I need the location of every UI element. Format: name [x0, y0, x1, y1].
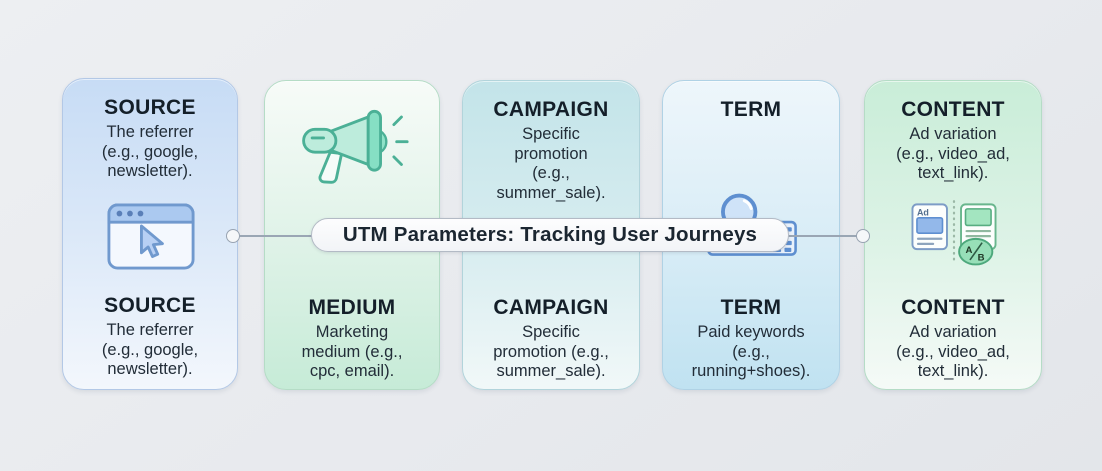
card-content-bottom-line: text_link). — [917, 362, 989, 380]
card-campaign-top-line: (e.g., — [532, 164, 570, 182]
ab-test-ads-icon: Ad A B — [911, 200, 997, 266]
banner-title: UTM Parameters: Tracking User Journeys — [342, 223, 758, 246]
card-medium-bottom-title: MEDIUM — [308, 296, 396, 319]
card-campaign-top-title: CAMPAIGN — [493, 98, 609, 121]
variant-a-label: A — [966, 245, 973, 256]
card-source-top-line: newsletter). — [107, 162, 193, 180]
card-term-bottom-line: Paid keywords — [697, 323, 805, 341]
card-source-top-block: SOURCE The referrer (e.g., google, newsl… — [68, 96, 232, 182]
card-term-top-block: TERM — [668, 98, 834, 125]
card-content-top-block: CONTENT Ad variation (e.g., video_ad, te… — [870, 98, 1036, 184]
card-content: CONTENT Ad variation (e.g., video_ad, te… — [864, 80, 1042, 390]
card-campaign-bottom-title: CAMPAIGN — [493, 296, 609, 319]
card-term-bottom-title: TERM — [720, 296, 782, 319]
card-content-bottom-title: CONTENT — [901, 296, 1005, 319]
card-campaign-top-line: Specific — [522, 125, 580, 143]
card-medium-bottom-line: Marketing — [315, 323, 389, 341]
card-source-top-line: The referrer — [106, 123, 194, 141]
card-content-top-line: text_link). — [917, 164, 989, 182]
card-content-bottom-line: (e.g., video_ad, — [896, 342, 1010, 361]
megaphone-icon — [302, 109, 409, 184]
card-term-bottom-line: (e.g., — [732, 342, 770, 361]
card-campaign-bottom-line: summer_sale). — [496, 362, 606, 380]
card-source: SOURCE The referrer (e.g., google, newsl… — [62, 78, 238, 390]
card-campaign-top-line: promotion — [514, 144, 588, 163]
card-source-bottom-title: SOURCE — [104, 294, 196, 317]
card-medium-bottom-block: MEDIUM Marketing medium (e.g., cpc, emai… — [270, 296, 434, 382]
card-term-bottom-line: running+shoes). — [691, 362, 811, 380]
card-medium: MEDIUM Marketing medium (e.g., cpc, emai… — [264, 80, 440, 390]
card-campaign-bottom-line: Specific — [522, 323, 580, 341]
card-campaign-top-line: summer_sale). — [496, 183, 606, 202]
card-campaign-bottom-line: promotion (e.g., — [493, 342, 609, 361]
card-campaign-top-block: CAMPAIGN Specific promotion (e.g., summe… — [468, 98, 634, 203]
card-term-bottom-block: TERM Paid keywords (e.g., running+shoes)… — [668, 296, 834, 382]
card-source-bottom-line: The referrer — [106, 321, 194, 339]
banner-title-pill: UTM Parameters: Tracking User Journeys — [311, 218, 789, 252]
connector-node-left — [226, 229, 240, 243]
card-content-bottom-line: Ad variation — [909, 323, 997, 341]
card-content-bottom-block: CONTENT Ad variation (e.g., video_ad, te… — [870, 296, 1036, 382]
card-source-bottom-line: newsletter). — [107, 360, 193, 378]
card-content-top-line: (e.g., video_ad, — [896, 144, 1010, 163]
card-source-top-line: (e.g., google, — [101, 142, 199, 161]
card-content-top-line: Ad variation — [909, 125, 997, 143]
card-source-bottom-line: (e.g., google, — [101, 340, 199, 359]
card-source-top-title: SOURCE — [104, 96, 196, 119]
ad-badge-label: Ad — [917, 207, 929, 217]
card-content-top-title: CONTENT — [901, 98, 1005, 121]
card-campaign-bottom-block: CAMPAIGN Specific promotion (e.g., summe… — [468, 296, 634, 382]
card-medium-bottom-line: medium (e.g., — [301, 342, 403, 361]
variant-b-label: B — [978, 253, 985, 264]
card-medium-bottom-line: cpc, email). — [309, 362, 395, 380]
browser-cursor-icon — [107, 203, 195, 270]
card-source-bottom-block: SOURCE The referrer (e.g., google, newsl… — [68, 294, 232, 380]
card-term-top-title: TERM — [720, 98, 782, 121]
connector-node-right — [856, 229, 870, 243]
